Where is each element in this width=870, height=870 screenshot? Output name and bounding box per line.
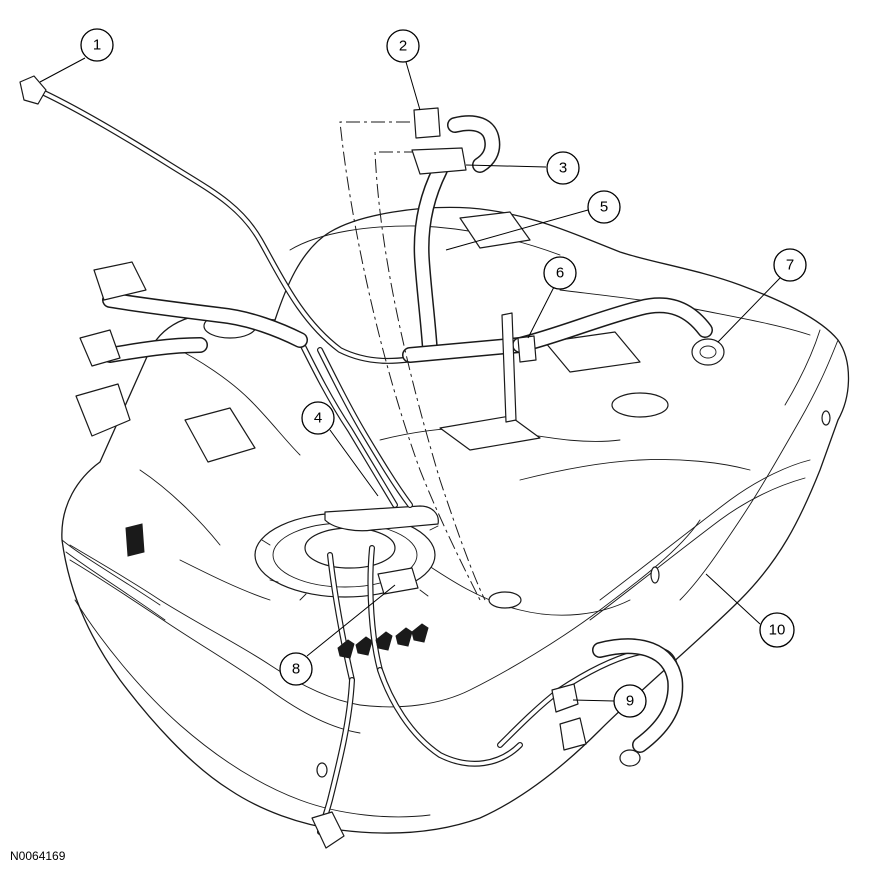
tank-hole-3 [316,762,328,778]
callout-label-2: 2 [399,38,407,55]
tank-side-right-2 [784,329,821,406]
tank-side-right [679,339,839,601]
tank-ridge-left [169,344,301,456]
callout-label-3: 3 [559,160,567,177]
connector-9b [559,717,587,751]
tank-emblem [125,523,145,557]
tank-seam-top [69,544,361,706]
callout-label-8: 8 [292,661,300,678]
pump-ring-teeth [261,525,439,601]
sender-rod-6 [501,312,517,423]
tank-pad-left [184,407,256,463]
callout-2: 2 [386,29,420,63]
leader-5 [445,209,589,251]
connector-2 [413,107,441,139]
leader-3 [465,164,547,168]
tank-pad-right [544,331,641,373]
leader-10 [705,573,761,625]
leader-lines [39,57,781,702]
pump-top-housing [324,505,439,532]
leader-1 [39,57,86,83]
callout-3: 3 [546,151,580,185]
clip-4 [395,627,413,647]
connector-left-1 [93,261,147,301]
connector-left-3 [75,383,131,437]
connector-left-2 [79,329,121,367]
fuel-pump-module [254,505,439,683]
tank-contour-front [139,469,271,601]
tank-ridge-right [559,289,811,336]
tank-hole-1 [821,410,831,426]
callout-label-10: 10 [769,622,786,639]
callouts: 1 2 3 4 5 6 7 8 [80,28,807,718]
tank-outline [61,206,850,834]
clamp-6 [517,335,537,363]
tank-bottom-edge [359,519,701,708]
callout-5: 5 [587,190,621,224]
tank-seam-low [74,599,431,818]
callout-label-4: 4 [314,410,322,427]
vapor-hoses [102,115,713,753]
callout-label-6: 6 [556,265,564,282]
figure-id: N0064169 [10,849,66,863]
callout-4: 4 [301,401,335,435]
fuel-tank [61,206,850,834]
leader-9 [572,699,615,702]
tank-seam-mid [69,559,361,734]
connector-1 [19,75,47,105]
leader-8 [306,584,396,657]
clip-2 [355,636,373,656]
pump-connector-block [377,567,419,595]
callout-7: 7 [773,248,807,282]
leader-6 [527,282,557,339]
line-clips [337,623,429,659]
callout-6: 6 [543,256,577,290]
tank-pad-center [439,415,541,451]
callout-label-1: 1 [93,37,101,54]
connector-7 [691,338,725,366]
tank-pad-rear [459,211,531,249]
callout-label-5: 5 [600,199,608,216]
clip-5 [411,623,429,643]
connector-3 [411,147,467,175]
callout-9: 9 [613,684,647,718]
callout-10: 10 [759,612,795,648]
fuel-line-front-1 [317,677,355,835]
tank-strap-groove-2 [589,477,806,621]
leader-2 [405,61,421,111]
hose-end-right [619,749,641,767]
callout-label-9: 9 [626,693,634,710]
vapor-routing-dashed-2 [374,151,486,601]
leader-7 [717,277,781,343]
tank-flange-lip [61,539,166,621]
callout-label-7: 7 [786,257,794,274]
connector-bottom [311,811,345,849]
tank-cap-front [488,591,522,609]
tank-contour-front-2 [419,559,631,616]
tank-hole-2 [650,566,660,584]
tank-contour-rear [519,459,751,481]
tank-strap-groove [599,459,811,601]
leader-4 [329,429,379,497]
callout-8: 8 [279,652,313,686]
tank-cap-right [611,392,669,418]
connectors [19,75,725,849]
clip-3 [375,631,393,651]
clip-1 [337,639,355,659]
vapor-routing-dashed-1 [339,121,481,601]
callout-1: 1 [80,28,114,62]
connector-9 [551,683,579,713]
pump-flange [304,527,396,569]
